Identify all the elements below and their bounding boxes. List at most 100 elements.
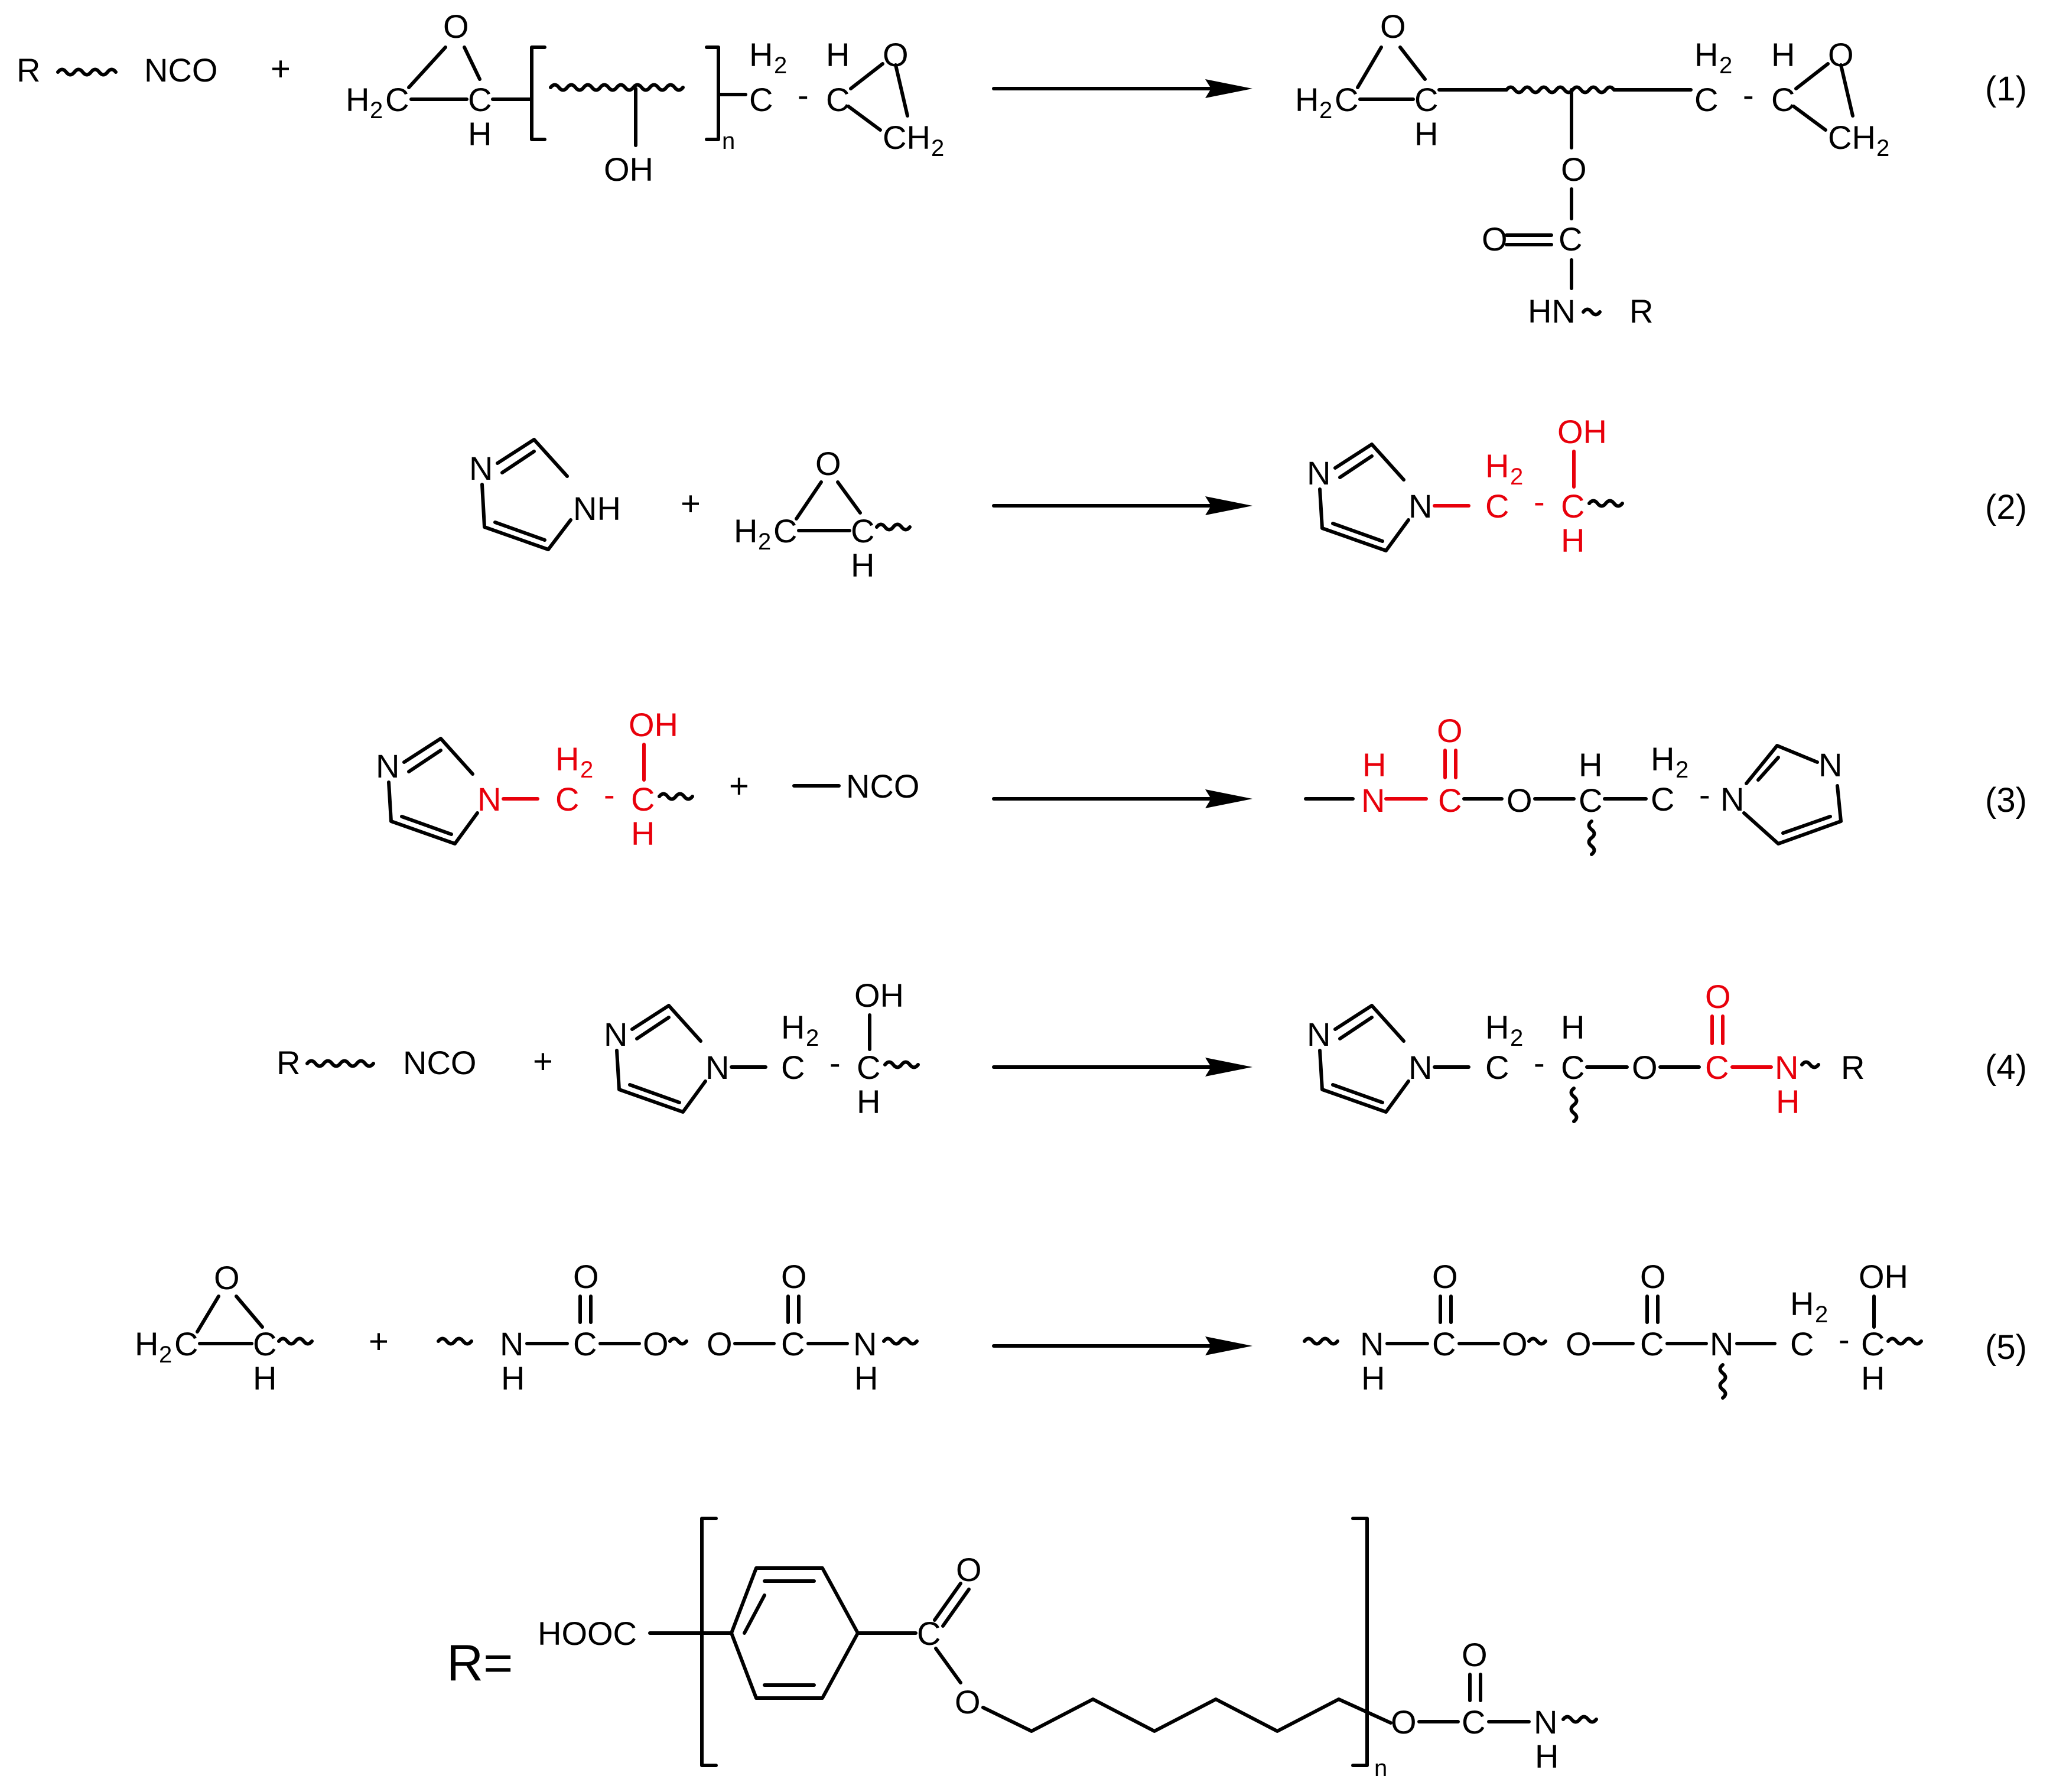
imidazole-n1: N bbox=[477, 780, 501, 818]
imidazole-n: N bbox=[1818, 746, 1842, 783]
equation-label-1: (1) bbox=[1985, 70, 2027, 108]
reaction-3: N N H 2 C - OH C H + NCO H N O bbox=[376, 706, 2027, 856]
ch2-carbon: C bbox=[1485, 487, 1509, 525]
imidazole-n: N bbox=[1307, 454, 1330, 492]
isocyanate: NCO bbox=[846, 767, 919, 805]
wavy-bond bbox=[1582, 307, 1602, 317]
sub-2: 2 bbox=[370, 97, 383, 123]
wavy-bond bbox=[668, 1336, 688, 1346]
ch-carbon: C bbox=[1561, 487, 1585, 525]
isocyanate: NCO bbox=[403, 1044, 476, 1081]
imidazole-n1: N bbox=[1408, 487, 1432, 525]
hydroxyl: OH bbox=[629, 706, 678, 743]
carbonyl-o: O bbox=[1437, 712, 1463, 749]
repeat-n: n bbox=[722, 128, 735, 154]
ch2-right-sub: 2 bbox=[931, 135, 944, 161]
carbonyl-o: O bbox=[1462, 1636, 1488, 1673]
carboxylic-acid: HOOC bbox=[538, 1615, 637, 1652]
r-group: R bbox=[17, 51, 40, 89]
ch2-right: CH bbox=[883, 119, 930, 156]
h2-sub: 2 bbox=[1510, 1025, 1523, 1051]
ester-o: O bbox=[1632, 1049, 1658, 1086]
ch-h: H bbox=[1579, 746, 1602, 783]
h2c-c: C bbox=[773, 512, 797, 549]
h2-h: H bbox=[1485, 1009, 1509, 1046]
dash: - bbox=[1699, 776, 1710, 813]
h2-h: H bbox=[1651, 740, 1674, 778]
nh-hydrogen: H bbox=[1776, 1083, 1800, 1120]
nh-hydrogen: H bbox=[501, 1360, 525, 1397]
sub-2: 2 bbox=[758, 529, 771, 555]
carbonyl-c: C bbox=[1705, 1049, 1729, 1086]
r-group: R bbox=[276, 1044, 300, 1081]
ch2-carbon: C bbox=[1790, 1325, 1814, 1362]
ester-o: O bbox=[643, 1325, 669, 1362]
wavy-bond bbox=[658, 792, 694, 801]
carbonyl-o: O bbox=[1432, 1258, 1458, 1295]
imidazole-n: N bbox=[469, 450, 493, 487]
ester-o: O bbox=[707, 1325, 733, 1362]
nh-nitrogen: N bbox=[853, 1325, 877, 1362]
wavy-backbone bbox=[1505, 85, 1616, 95]
bracket-left bbox=[530, 45, 546, 141]
h2-sub: 2 bbox=[1510, 464, 1523, 490]
imidazole-n1: N bbox=[1408, 1049, 1432, 1086]
wavy-bond bbox=[1561, 1715, 1598, 1724]
epoxide-oxygen: O bbox=[815, 445, 841, 482]
ch-hydrogen: H bbox=[1414, 115, 1438, 152]
hydroxyl: OH bbox=[1557, 413, 1607, 450]
ch2-right: CH bbox=[1828, 119, 1876, 156]
r-group: R bbox=[1841, 1049, 1865, 1086]
equation-label-4: (4) bbox=[1985, 1048, 2027, 1087]
equation-label-3: (3) bbox=[1985, 781, 2027, 819]
h2c-c: C bbox=[174, 1325, 198, 1362]
ch-carbon: C bbox=[631, 780, 655, 818]
carbonyl-c: C bbox=[1559, 220, 1582, 258]
ch-hydrogen: H bbox=[851, 547, 874, 584]
wavy-bond bbox=[277, 1336, 314, 1346]
ch-carbon: C bbox=[1414, 81, 1438, 118]
carbonyl-o: O bbox=[1705, 978, 1731, 1015]
hydroxyl: OH bbox=[604, 151, 653, 188]
h2-h: H bbox=[1694, 36, 1718, 73]
hydroxyl: OH bbox=[854, 977, 904, 1014]
h2c-c: C bbox=[385, 81, 409, 118]
urethane-o: O bbox=[1391, 1703, 1417, 1741]
ch2-right-sub: 2 bbox=[1876, 135, 1889, 161]
h2-sub: 2 bbox=[580, 757, 593, 783]
ch-carbon: C bbox=[253, 1325, 276, 1362]
plus-sign: + bbox=[533, 1042, 553, 1081]
dash: - bbox=[1534, 1044, 1545, 1081]
product-epoxide-o: O bbox=[1380, 8, 1406, 45]
dash: - bbox=[604, 776, 615, 813]
dash: - bbox=[829, 1044, 841, 1081]
equation-label-5: (5) bbox=[1985, 1328, 2027, 1367]
dash: - bbox=[1839, 1321, 1850, 1358]
epoxide-oxygen: O bbox=[214, 1259, 240, 1296]
ester-o: O bbox=[1507, 782, 1533, 819]
product-h2c-h: H bbox=[1295, 81, 1319, 118]
h2-sub: 2 bbox=[1675, 757, 1688, 783]
carbonyl-c: C bbox=[1462, 1703, 1485, 1741]
wavy-bond bbox=[56, 67, 118, 77]
wavy-bond bbox=[875, 522, 912, 532]
wavy-bond bbox=[1569, 1087, 1579, 1123]
wavy-bond bbox=[1718, 1363, 1727, 1400]
carbonyl-c: C bbox=[1432, 1325, 1456, 1362]
carbonyl-c: C bbox=[781, 1325, 805, 1362]
wavy-bond bbox=[305, 1059, 375, 1068]
nh-hydrogen: H bbox=[1535, 1738, 1559, 1775]
wavy-bond bbox=[883, 1060, 920, 1069]
wavy-bond bbox=[882, 1336, 919, 1346]
repeat-n: n bbox=[1374, 1755, 1387, 1781]
ch-h: H bbox=[1771, 36, 1795, 73]
wavy-bond bbox=[437, 1336, 473, 1346]
bracket-right bbox=[705, 45, 720, 141]
bracket-left bbox=[700, 1517, 718, 1767]
r-equals: R= bbox=[447, 1635, 513, 1692]
h2-sub: 2 bbox=[1719, 53, 1732, 79]
ch2-carbon: C bbox=[781, 1049, 805, 1086]
r-definition: R= HOOC C O O n O O C N H bbox=[447, 1517, 1598, 1781]
ch-hydrogen: H bbox=[253, 1360, 276, 1397]
imidazole-nh: NH bbox=[573, 490, 621, 527]
